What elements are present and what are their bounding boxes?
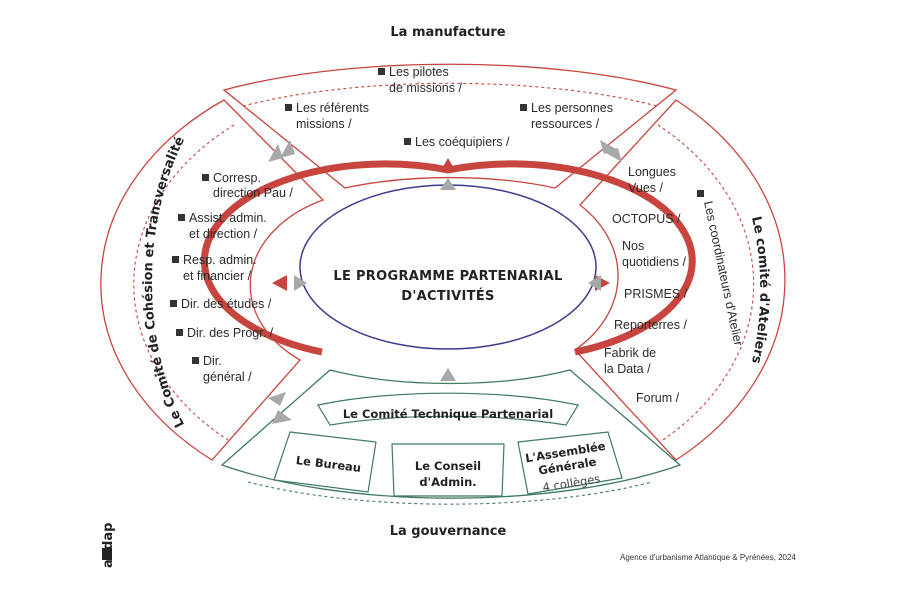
cohesion-labels: Corresp. direction Pau / Assist. admin. … <box>170 171 293 384</box>
double-arrow-topright-icon <box>600 140 622 162</box>
label-assist-2: et direction / <box>189 227 258 241</box>
gouvernance-boxes <box>273 392 623 497</box>
center-title-line1: LE PROGRAMME PARTENARIAL <box>333 269 562 284</box>
label-corresp-1: Corresp. <box>213 171 261 185</box>
ag-box <box>517 431 623 495</box>
label-general-1: Dir. <box>203 354 222 368</box>
bullet-icon <box>285 104 292 111</box>
label-pilotes-2: de missions / <box>389 81 462 95</box>
bureau-label: Le Bureau <box>295 453 362 475</box>
manufacture-title: La manufacture <box>390 25 505 40</box>
label-resp-1: Resp. admin. <box>183 253 257 267</box>
bullet-icon <box>176 329 183 336</box>
bullet-icon <box>378 68 385 75</box>
connector-top-icon <box>440 178 456 190</box>
label-longues-2: Vues / <box>628 181 664 195</box>
label-personnes-2: ressources / <box>531 117 600 131</box>
double-arrow-topleft-icon <box>268 140 295 162</box>
bullet-icon <box>192 357 199 364</box>
logo-mark-icon <box>102 548 112 560</box>
bullet-icon <box>697 190 704 197</box>
label-progr: Dir. des Progr. / <box>187 326 274 340</box>
bullet-icon <box>172 256 179 263</box>
credit-text: Agence d'urbanisme Atlantique & Pyrénées… <box>620 553 796 562</box>
label-reporterres: Reporterres / <box>614 318 687 332</box>
center-title-line2: D'ACTIVITÉS <box>401 288 494 304</box>
bullet-icon <box>178 214 185 221</box>
bullet-icon <box>202 174 209 181</box>
label-nos-1: Nos <box>622 239 644 253</box>
ateliers-labels: Longues Vues / OCTOPUS / Nos quotidiens … <box>604 165 745 405</box>
gouvernance-section: La gouvernance <box>220 369 682 539</box>
label-referents-1: Les référents <box>296 101 369 115</box>
gouvernance-title: La gouvernance <box>390 524 507 539</box>
grey-connectors <box>268 140 622 424</box>
label-fabrik-2: la Data / <box>604 362 651 376</box>
ctp-box <box>317 392 579 426</box>
audap-logo: audap <box>101 523 116 568</box>
label-nos-2: quotidiens / <box>622 255 686 269</box>
label-referents-2: missions / <box>296 117 352 131</box>
label-prismes: PRISMES / <box>624 287 688 301</box>
double-arrow-bottomleft-icon <box>268 392 292 424</box>
label-longues-1: Longues <box>628 165 676 179</box>
label-corresp-2: direction Pau / <box>213 186 293 200</box>
label-coordinateurs: Les coordinateurs d'Atelier <box>701 200 745 347</box>
connector-right-icon <box>588 275 601 291</box>
label-coequipiers: Les coéquipiers / <box>415 135 510 149</box>
ateliers-section: Le comité d'Ateliers <box>574 99 786 461</box>
conseil-box <box>391 443 505 497</box>
label-fabrik-1: Fabrik de <box>604 346 656 360</box>
cohesion-title: Le Comité de Cohésion et Transversalité <box>141 134 188 430</box>
manufacture-section: La manufacture <box>222 25 678 189</box>
bureau-box <box>273 431 377 493</box>
bullet-icon <box>404 138 411 145</box>
label-etudes: Dir. des études / <box>181 297 272 311</box>
bullet-icon <box>520 104 527 111</box>
ateliers-title: Le comité d'Ateliers <box>748 215 771 365</box>
label-pilotes-1: Les pilotes <box>389 65 449 79</box>
label-assist-1: Assist. admin. <box>189 211 267 225</box>
label-general-2: général / <box>203 370 252 384</box>
connector-left-icon <box>294 275 307 291</box>
label-resp-2: et financier / <box>183 269 252 283</box>
arrow-top-icon <box>440 158 456 172</box>
connector-bottom-icon <box>440 368 456 381</box>
bullet-icon <box>170 300 177 307</box>
label-octopus: OCTOPUS / <box>612 212 681 226</box>
arrow-left-icon <box>272 275 287 291</box>
manufacture-labels: Les pilotes de missions / Les référents … <box>285 65 613 149</box>
conseil-label-2: d'Admin. <box>419 475 476 489</box>
label-forum: Forum / <box>636 391 680 405</box>
ctp-label: Le Comité Technique Partenarial <box>343 407 553 421</box>
conseil-label-1: Le Conseil <box>415 459 481 473</box>
label-personnes-1: Les personnes <box>531 101 613 115</box>
